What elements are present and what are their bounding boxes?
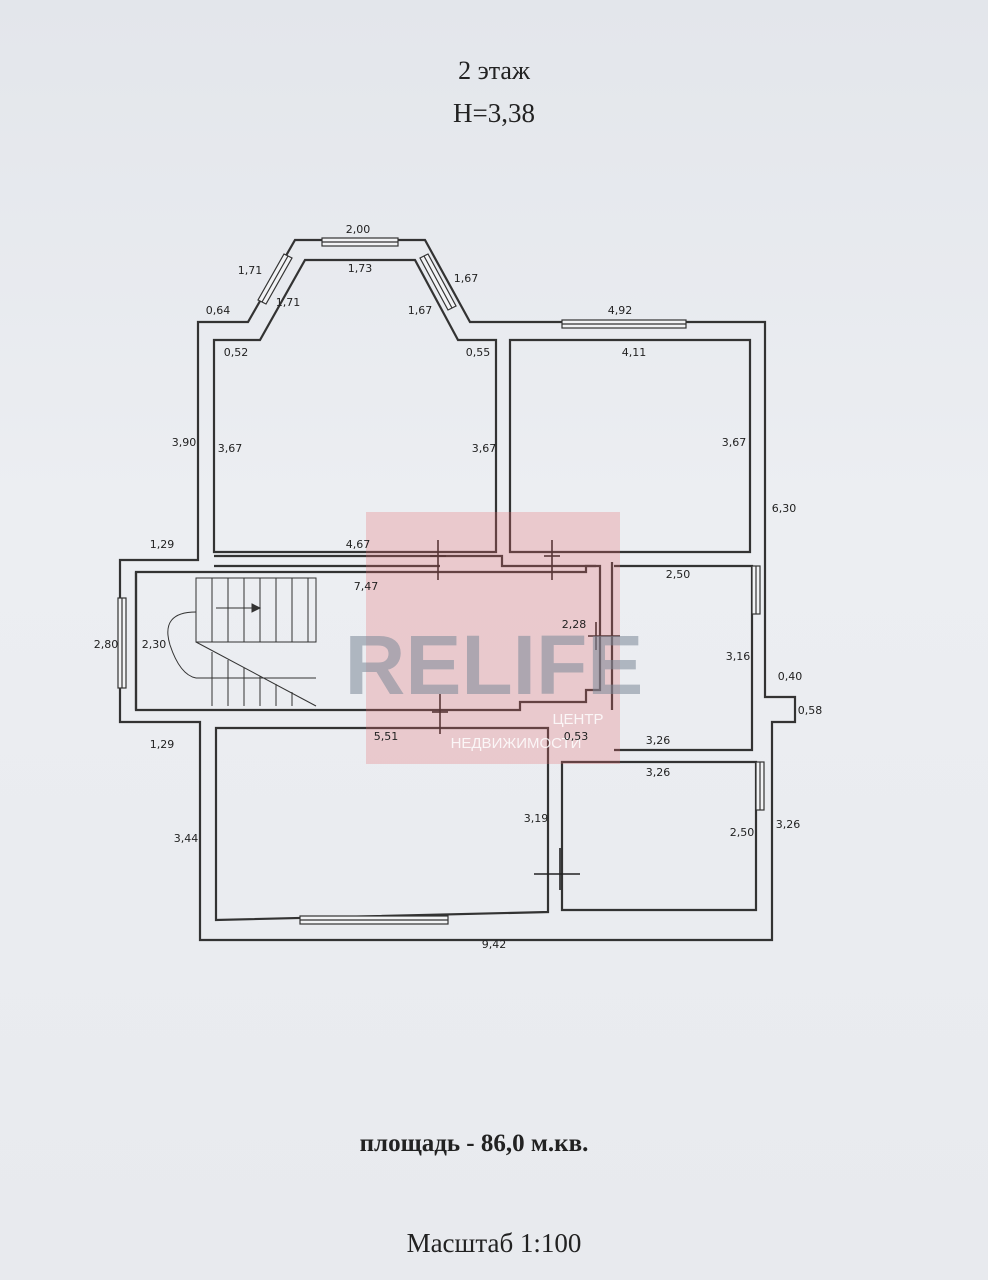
dim-ne-top-in: 4,11 [622, 346, 647, 359]
dim-top-bay: 2,00 [346, 223, 371, 236]
stair-steps-upper [211, 578, 309, 642]
watermark-box [366, 512, 620, 764]
ceiling-height: H=3,38 [453, 98, 535, 128]
dim-e-room-h: 3,16 [726, 650, 751, 663]
dim-corridor-top: 4,67 [346, 538, 371, 551]
watermark-brand: RELIFE [345, 618, 644, 712]
window-bay-left [257, 253, 293, 305]
dim-left-stub-in: 0,52 [224, 346, 249, 359]
dim-niche-w: 0,40 [778, 670, 803, 683]
dim-nw-left-out: 3,90 [172, 436, 197, 449]
dim-se-room-top: 3,26 [646, 766, 671, 779]
dim-e-room-top: 2,50 [666, 568, 691, 581]
dim-se-inner-h: 2,50 [730, 826, 755, 839]
drawing-scale: Масштаб 1:100 [406, 1228, 582, 1258]
dim-east-out: 6,30 [772, 502, 797, 515]
dimension-labels: 2,00 1,73 1,71 1,71 1,67 1,67 0,64 0,52 … [94, 223, 823, 951]
dim-corridor-len: 7,47 [354, 580, 379, 593]
corridor-wall [134, 564, 602, 712]
watermark-line1: ЦЕНТР [552, 711, 603, 728]
watermark-line2: НЕДВИЖИМОСТИ [451, 735, 582, 752]
dim-sw-mid: 3,19 [524, 812, 549, 825]
dim-ne-top-out: 4,92 [608, 304, 633, 317]
stair-steps-lower [211, 652, 293, 706]
dim-corr-end: 2,28 [562, 618, 587, 631]
dim-nw-right-in: 3,67 [472, 442, 497, 455]
dim-corridor-bottom: 5,51 [374, 730, 399, 743]
dim-west-out: 2,80 [94, 638, 119, 651]
se-room-wall [560, 760, 758, 912]
dim-right-stub-in: 0,55 [466, 346, 491, 359]
total-area: площадь - 86,0 м.кв. [359, 1130, 589, 1157]
dim-west-top: 1,29 [150, 538, 175, 551]
dim-left-diag-out: 1,71 [238, 264, 263, 277]
dim-niche-d: 0,58 [798, 704, 823, 717]
sw-room-wall [214, 726, 550, 922]
window-bay-right [419, 253, 457, 311]
ne-room-wall [508, 338, 752, 554]
doors [430, 540, 620, 890]
dim-e-room-bottom: 3,26 [646, 734, 671, 747]
windows [117, 237, 765, 925]
dim-corr-stub: 0,53 [564, 730, 589, 743]
dim-sw-left-out: 3,44 [174, 832, 199, 845]
east-room-wall [614, 564, 754, 752]
dim-west-bottom: 1,29 [150, 738, 175, 751]
nw-room-wall [212, 258, 498, 554]
dim-bottom-out: 9,42 [482, 938, 507, 951]
dim-ne-right-in: 3,67 [722, 436, 747, 449]
dim-west-in: 2,30 [142, 638, 167, 651]
floor-title: 2 этаж [458, 56, 530, 85]
staircase [167, 577, 317, 707]
dim-left-stub: 0,64 [206, 304, 231, 317]
dim-bay-inner: 1,73 [348, 262, 373, 275]
dim-right-diag-out: 1,67 [454, 272, 479, 285]
dim-se-out: 3,26 [776, 818, 801, 831]
watermark: RELIFE ЦЕНТР НЕДВИЖИМОСТИ [345, 512, 644, 764]
dim-left-diag-in: 1,71 [276, 296, 301, 309]
dim-nw-left-in: 3,67 [218, 442, 243, 455]
dim-right-diag-in: 1,67 [408, 304, 433, 317]
